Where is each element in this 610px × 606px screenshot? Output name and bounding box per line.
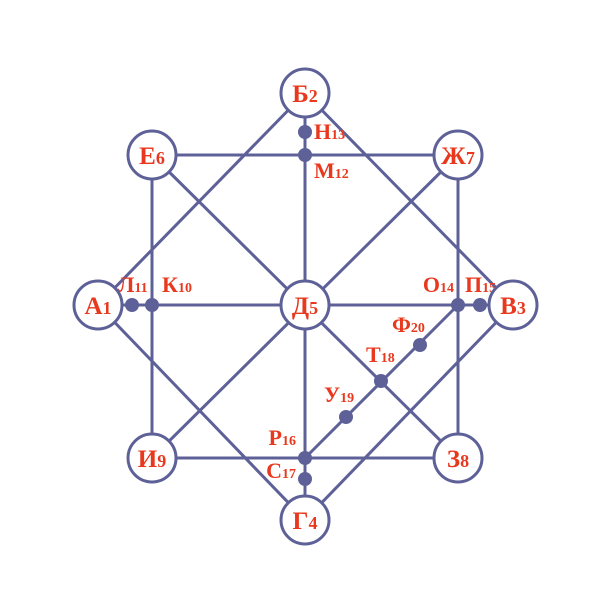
node-d: Д5 [279,279,331,331]
node-label: В3 [500,293,526,320]
edge-line [96,303,307,522]
point-label: О14 [423,272,454,297]
node-circle [487,279,539,331]
node-circle [279,279,331,331]
node-circle [126,129,178,181]
point-dot [298,148,312,162]
node-label: Г4 [293,508,318,535]
edge-line [96,91,307,307]
point-dot [125,298,139,312]
node-z: З8 [432,432,484,484]
point-m: М12 [298,148,349,183]
point-label: Ф20 [392,312,425,337]
node-label: И9 [138,446,166,473]
point-label: М12 [314,158,349,183]
node-circle [432,432,484,484]
node-zh: Ж7 [432,129,484,181]
node-e: Е6 [126,129,178,181]
node-label: Ж7 [441,143,475,170]
node-circle [432,129,484,181]
point-t: Т18 [366,342,395,388]
node-label: Е6 [139,143,165,170]
point-dot [413,338,427,352]
node-circle [72,279,124,331]
node-label: З8 [447,446,469,473]
point-dot [339,410,353,424]
point-k: К10 [145,272,192,312]
point-f: Ф20 [392,312,427,352]
node-label: А1 [84,293,111,320]
node-i: И9 [126,432,178,484]
point-dot [298,451,312,465]
node-label: Д5 [292,293,318,320]
edge-line [303,91,515,307]
point-label: Т18 [366,342,395,367]
edge-line [303,303,515,522]
point-label: К10 [162,272,192,297]
point-label: Н13 [314,119,345,144]
point-label: Р16 [269,425,296,450]
node-b: Б2 [279,67,331,119]
point-r: Р16 [269,425,312,465]
point-o: О14 [423,272,465,312]
point-dot [298,125,312,139]
point-dot [473,298,487,312]
point-s: С17 [266,458,312,486]
point-dot [298,472,312,486]
point-dot [145,298,159,312]
node-g: Г4 [279,494,331,546]
node-circle [279,67,331,119]
node-label: Б2 [292,81,318,108]
point-dot [374,374,388,388]
point-label: С17 [266,458,296,483]
point-n: Н13 [298,119,345,144]
node-v: В3 [487,279,539,331]
node-circle [126,432,178,484]
node-circle [279,494,331,546]
point-dot [451,298,465,312]
point-u: У19 [324,382,354,424]
point-label: Л11 [118,272,148,297]
point-l: Л11 [118,272,148,312]
point-label: У19 [324,382,354,407]
node-a: А1 [72,279,124,331]
